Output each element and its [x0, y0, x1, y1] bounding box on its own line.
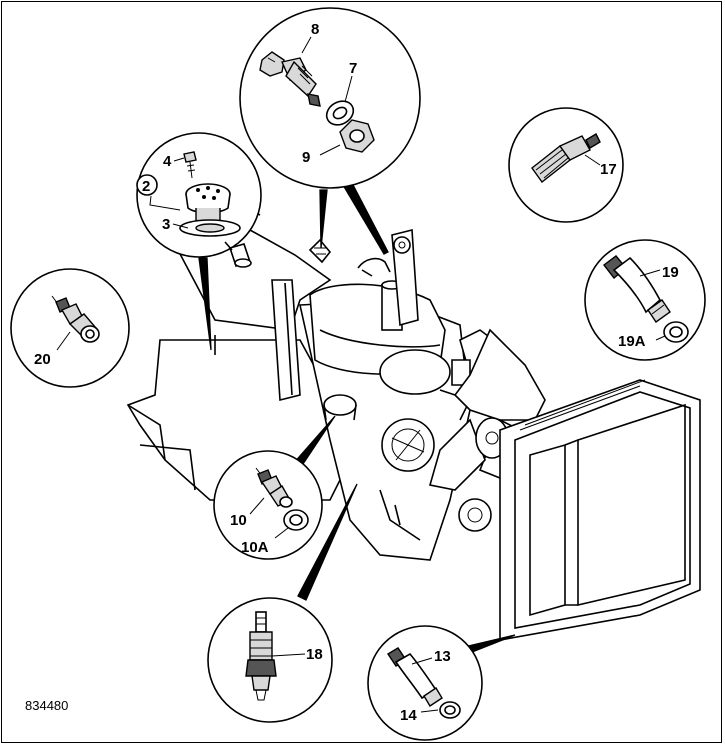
callout-7: 7	[349, 60, 357, 77]
callout-2: 2	[142, 178, 150, 195]
sender-19-icon	[603, 255, 671, 323]
radiator	[499, 379, 701, 641]
detail-circle-10-10a: 10 10A	[213, 450, 323, 560]
callout-17: 17	[600, 161, 617, 178]
figure-code: 834480	[25, 698, 68, 713]
engine-block	[271, 228, 501, 561]
sensor-17-icon	[531, 133, 601, 184]
callout-9: 9	[302, 149, 310, 166]
detail-circle-20: 20	[10, 268, 130, 388]
washer-7-icon	[325, 100, 355, 126]
callout-8: 8	[311, 21, 319, 38]
callout-13: 13	[434, 648, 451, 665]
sensor-18-icon	[245, 611, 277, 701]
detail-circle-7-8-9: 8 7 9	[239, 7, 421, 189]
detail-circle-18: 18	[207, 597, 333, 723]
callout-19: 19	[662, 264, 679, 281]
callout-10: 10	[230, 512, 247, 529]
plug-icon	[224, 241, 252, 268]
sender-8-icon	[259, 51, 321, 107]
washer-19a-icon	[663, 321, 689, 343]
gasket-3-icon	[179, 219, 241, 237]
switch-10-icon	[255, 467, 293, 508]
screw-4-icon	[183, 151, 197, 179]
switch-20-icon	[51, 295, 100, 343]
nut-9-icon	[339, 119, 375, 153]
detail-circle-2-3-4: 2 3 4	[136, 132, 262, 268]
detail-circle-13-14: 13 14	[367, 625, 483, 741]
leader-lines	[198, 182, 516, 657]
callout-18: 18	[306, 646, 323, 663]
callout-20: 20	[34, 351, 51, 368]
switch-2-icon	[185, 183, 231, 224]
callout-14: 14	[400, 707, 417, 724]
washer-14-icon	[439, 701, 461, 719]
callout-10a: 10A	[241, 539, 269, 556]
callout-3: 3	[162, 216, 170, 233]
detail-circle-19-19a: 19 19A	[584, 239, 706, 361]
sender-13-icon	[387, 647, 443, 707]
washer-10a-icon	[283, 509, 309, 531]
callout-4: 4	[163, 153, 172, 170]
detail-circle-17: 17	[508, 107, 624, 223]
callout-19a: 19A	[618, 333, 646, 350]
